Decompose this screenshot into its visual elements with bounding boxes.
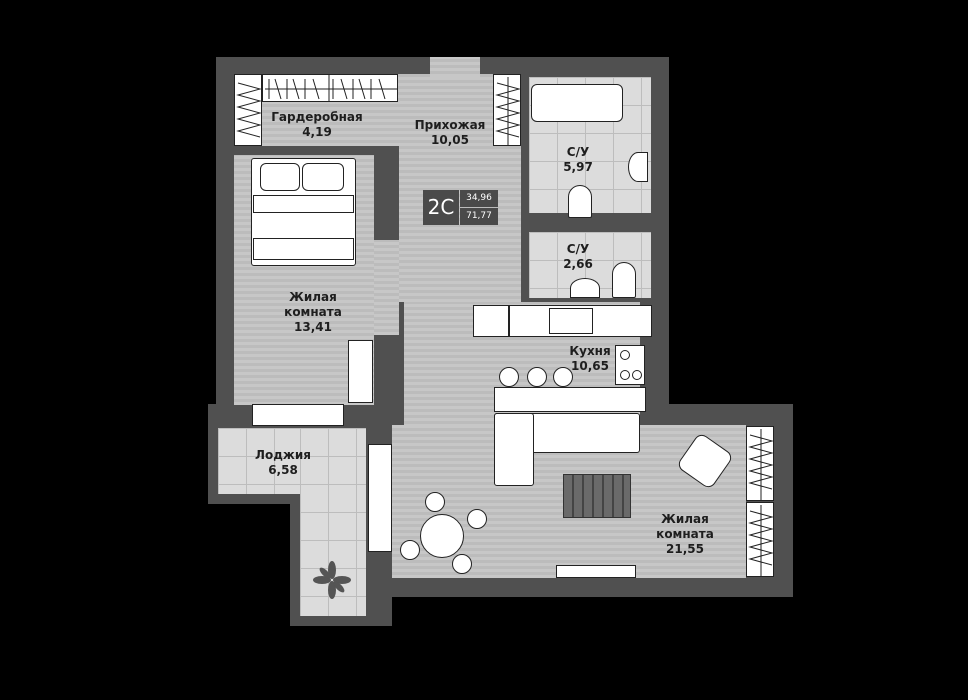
flower-icon (312, 560, 352, 600)
balcony-door-living (368, 444, 392, 552)
fridge (473, 305, 509, 337)
room-label-hallway: Прихожая 10,05 (405, 118, 495, 148)
room-name-line1: Жилая (289, 290, 337, 304)
washbasin-2 (570, 278, 600, 298)
dining-chair (467, 509, 487, 529)
bathtub (531, 84, 623, 122)
room-label-bathroom2: С/У 2,66 (548, 242, 608, 272)
room-area: 13,41 (294, 320, 332, 334)
dining-chair (400, 540, 420, 560)
bar-stool (553, 367, 573, 387)
stove-burner (632, 370, 642, 380)
hallway-wardrobe (493, 74, 521, 146)
kitchen-island (494, 387, 646, 412)
room-name: Лоджия (255, 448, 311, 462)
room-area: 2,66 (563, 257, 593, 271)
dining-table (420, 514, 464, 558)
wardrobe-shelf-left (234, 74, 262, 146)
dining-chair (452, 554, 472, 574)
bed-blanket-fold (253, 238, 354, 260)
room-label-kitchen: Кухня 10,65 (565, 344, 615, 374)
room-area: 5,97 (563, 160, 593, 174)
room-name: С/У (566, 242, 590, 256)
apartment-type-badge: 2С (423, 190, 459, 225)
sofa-chaise (494, 413, 534, 486)
sink-icon (549, 308, 593, 334)
toilet-2 (612, 262, 636, 298)
room-name: Кухня (569, 344, 611, 358)
balcony-door-bedroom (252, 404, 344, 426)
bedroom-nook (374, 240, 399, 335)
stove-burner (620, 350, 630, 360)
dining-chair (425, 492, 445, 512)
room-label-bathroom1: С/У 5,97 (548, 145, 608, 175)
living-wardrobe-upper (746, 426, 774, 501)
room-name: Прихожая (414, 118, 486, 132)
living-wardrobe-lower (746, 502, 774, 577)
room-name-line1: Жилая (661, 512, 709, 526)
bed-blanket (253, 195, 354, 213)
room-label-loggia: Лоджия 6,58 (248, 448, 318, 478)
room-area: 10,65 (571, 359, 609, 373)
room-area: 6,58 (268, 463, 298, 477)
hallway-entrance (430, 57, 480, 77)
pillow-left (260, 163, 300, 191)
bar-stool (527, 367, 547, 387)
room-area: 4,19 (302, 125, 332, 139)
room-name-line2: комната (656, 527, 714, 541)
rug (563, 474, 631, 518)
room-label-living: Жилая комната 21,55 (650, 512, 720, 557)
room-label-bedroom: Жилая комната 13,41 (278, 290, 348, 335)
wardrobe-rail-top (262, 74, 398, 102)
room-name-line2: комната (284, 305, 342, 319)
room-area: 21,55 (666, 542, 704, 556)
total-area-badge: 71,77 (460, 208, 498, 225)
hallway-floor (399, 74, 521, 302)
toilet-1 (568, 185, 592, 218)
washbasin-1 (628, 152, 648, 182)
room-name: Гардеробная (271, 110, 363, 124)
tv-stand (556, 565, 636, 578)
bedroom-wardrobe (348, 340, 373, 403)
room-label-wardrobe: Гардеробная 4,19 (262, 110, 372, 140)
pillow-right (302, 163, 344, 191)
living-area-badge: 34,96 (460, 190, 498, 207)
room-name: С/У (566, 145, 590, 159)
bar-stool (499, 367, 519, 387)
stove (615, 345, 645, 385)
room-area: 10,05 (431, 133, 469, 147)
stove-burner (620, 370, 630, 380)
